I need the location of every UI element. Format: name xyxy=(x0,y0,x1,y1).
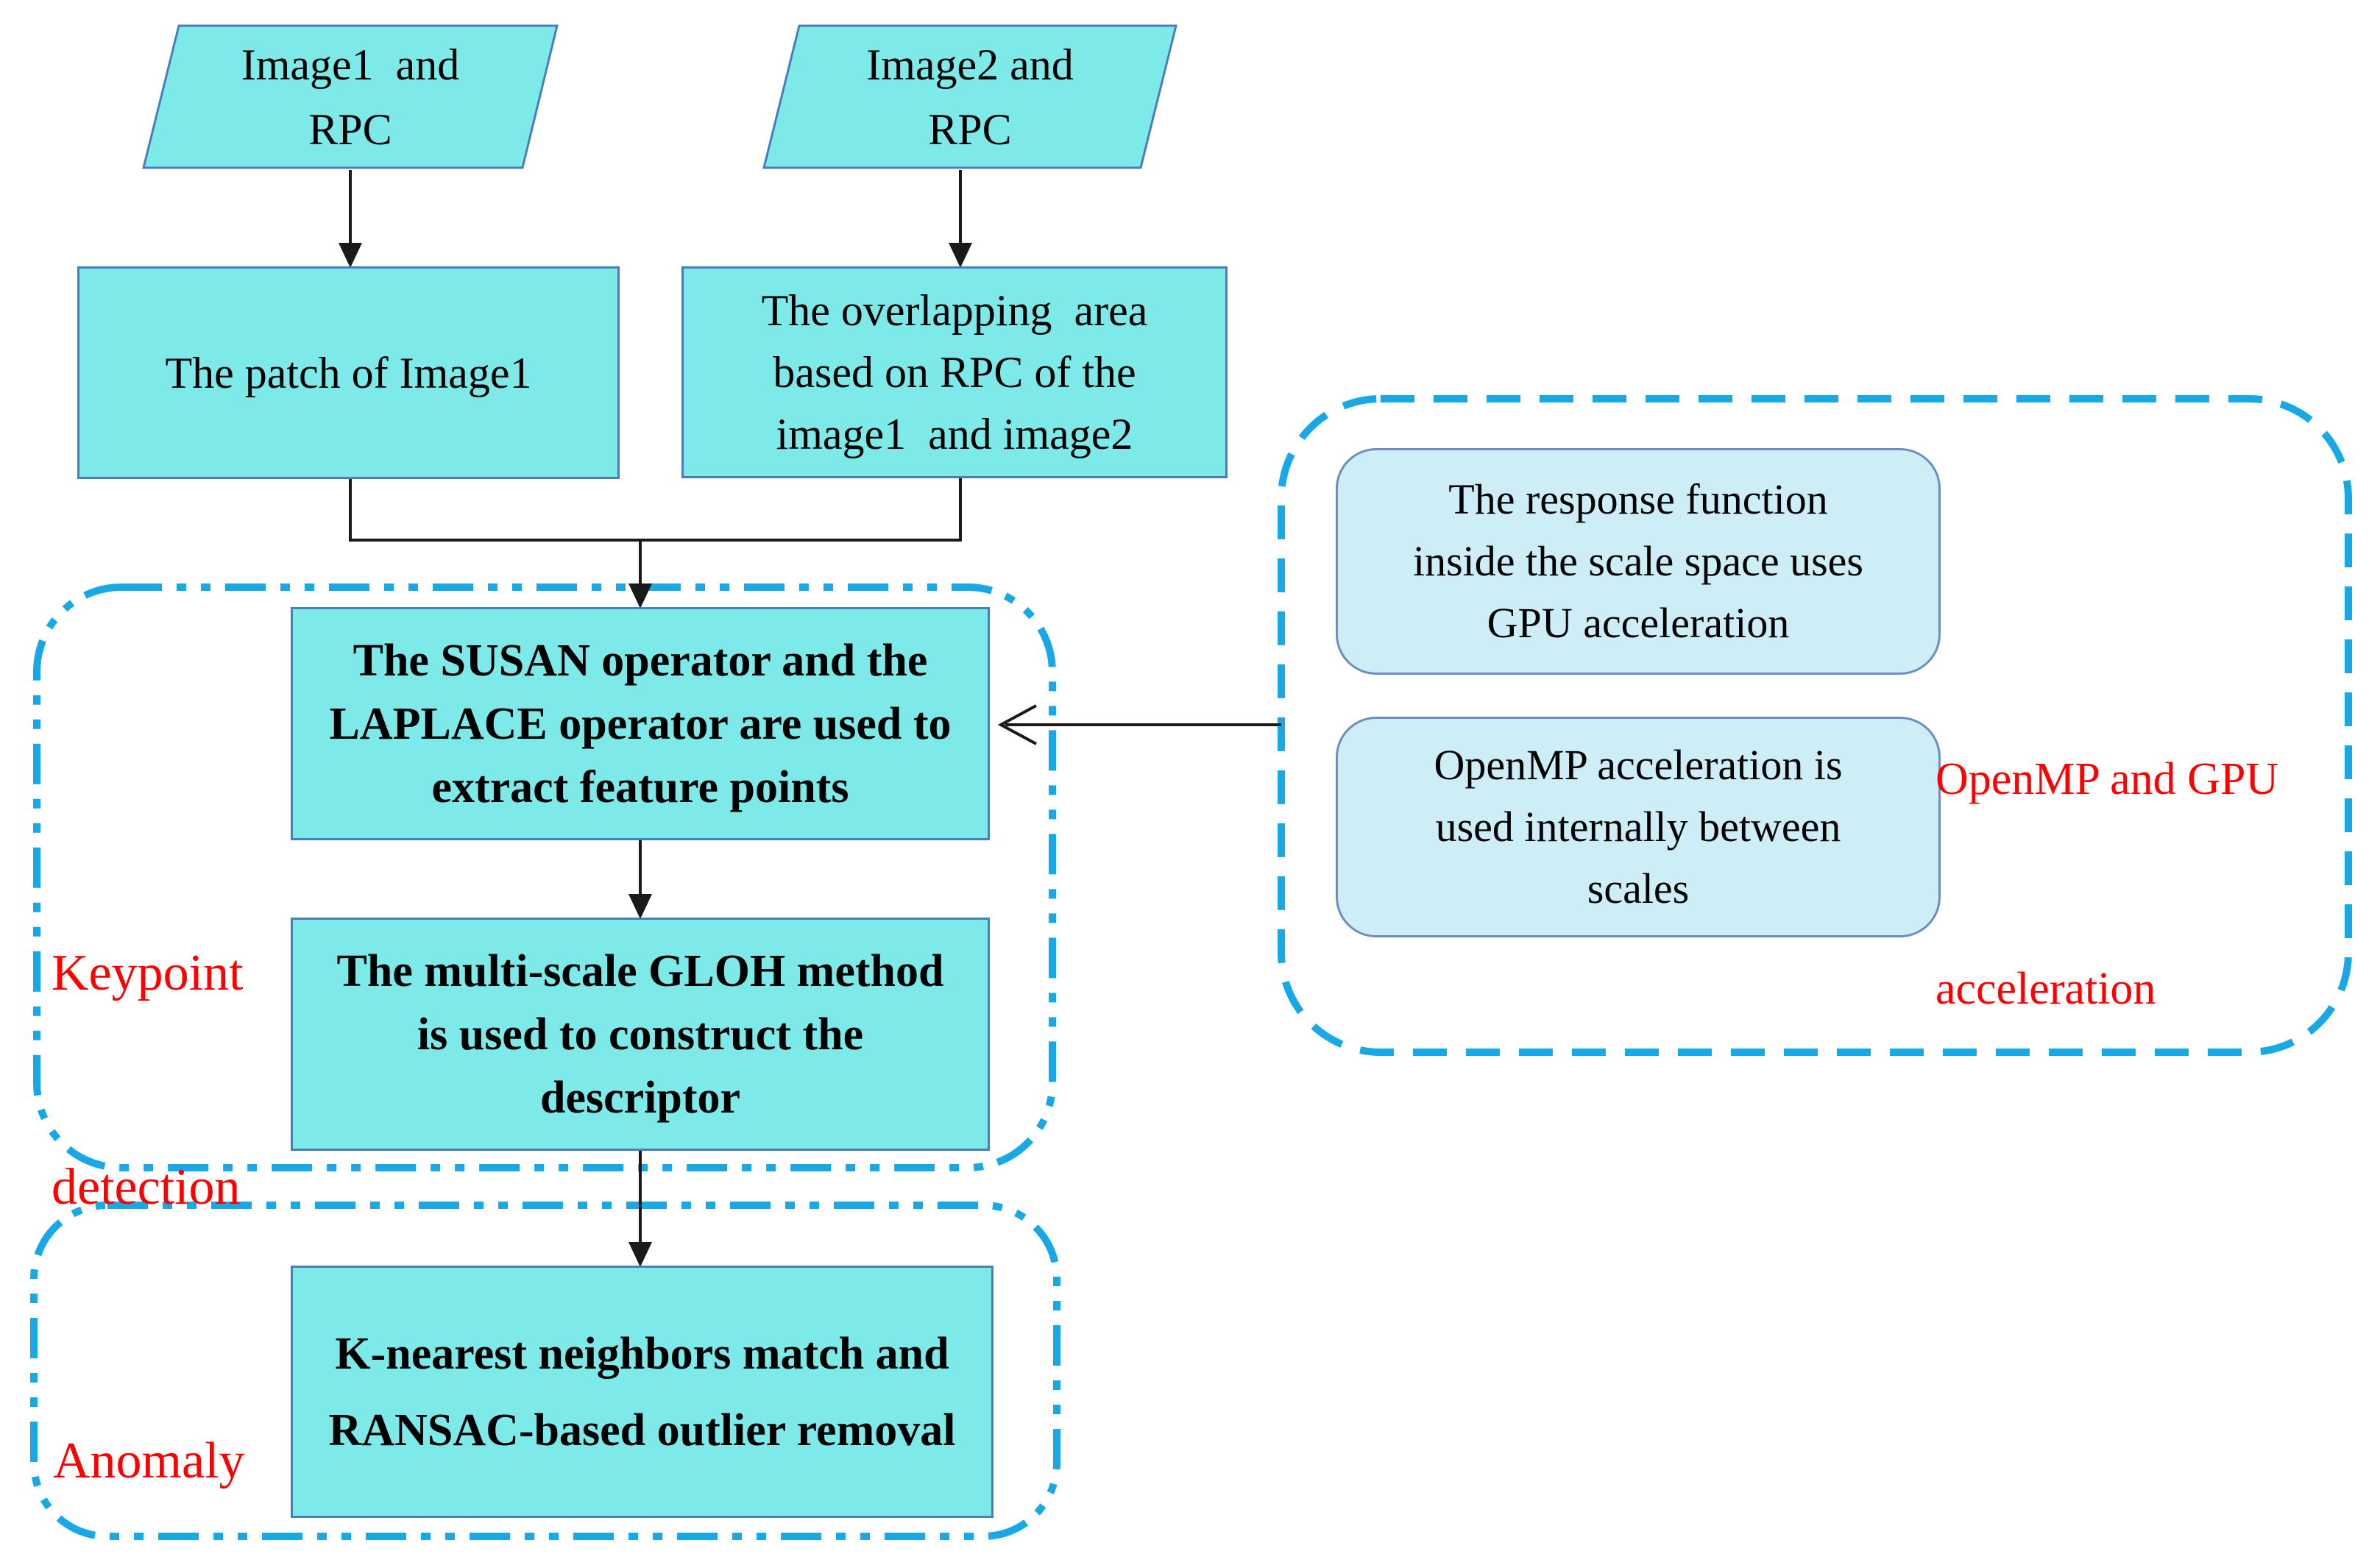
node-text-line: K-nearest neighbors match and xyxy=(335,1328,949,1379)
node-text-line: RANSAC-based outlier removal xyxy=(328,1405,956,1455)
node-patch-image1: The patch of Image1 xyxy=(77,266,620,479)
node-text-line: image1 and image2 xyxy=(776,410,1133,458)
node-text-line: The overlapping area xyxy=(761,286,1148,335)
node-text-line: inside the scale space uses xyxy=(1412,537,1863,585)
label-line: acceleration xyxy=(1935,964,2156,1014)
node-text-line: based on RPC of the xyxy=(773,348,1136,397)
node-knn-ransac: K-nearest neighbors match and RANSAC-bas… xyxy=(291,1266,994,1518)
node-gpu-response: The response function inside the scale s… xyxy=(1336,448,1941,675)
node-text-line: The multi-scale GLOH method xyxy=(336,946,944,996)
node-gloh-descriptor: The multi-scale GLOH method is used to c… xyxy=(291,918,990,1151)
label-line: Keypoint xyxy=(52,945,244,1001)
merge-connector xyxy=(349,478,962,542)
node-overlap-area: The overlapping area based on RPC of the… xyxy=(681,266,1228,478)
image1-rpc-shape xyxy=(142,24,559,169)
node-text-line: used internally between xyxy=(1435,803,1841,851)
label-openmp-gpu-acceleration: OpenMP and GPU acceleration xyxy=(1935,605,2278,1164)
label-line: OpenMP and GPU xyxy=(1935,754,2279,804)
label-keypoint-detection: Keypoint detection xyxy=(52,795,244,1366)
arrowhead-susan xyxy=(628,583,652,609)
label-anomaly-culling: Anomaly culling xyxy=(53,1286,245,1568)
node-text-line: scales xyxy=(1587,865,1690,912)
node-text-line: The SUSAN operator and the xyxy=(353,635,928,686)
node-text-line: The patch of Image1 xyxy=(165,348,532,397)
node-image2-rpc: Image2 and RPC xyxy=(764,26,1176,168)
node-openmp-scales: OpenMP acceleration is used internally b… xyxy=(1336,717,1941,937)
node-text-line: The response function xyxy=(1448,475,1828,523)
node-image1-rpc: Image1 and RPC xyxy=(144,26,557,168)
node-text-line: RPC xyxy=(928,104,1012,154)
node-text-line: Image1 and xyxy=(241,40,460,89)
arrowhead-knn xyxy=(628,1242,652,1267)
node-susan-laplace: The SUSAN operator and the LAPLACE opera… xyxy=(291,607,990,840)
accel-arrowhead xyxy=(997,704,1037,745)
node-text-line: Image2 and xyxy=(866,40,1074,89)
node-text-line: LAPLACE operator are used to xyxy=(329,698,952,749)
arrowhead-overlap xyxy=(949,243,972,268)
image2-rpc-shape xyxy=(762,24,1177,169)
node-text-line: OpenMP acceleration is xyxy=(1434,741,1843,789)
arrowhead-gloh xyxy=(628,894,652,919)
anomaly-culling-container xyxy=(30,1202,1060,1540)
arrowhead-patch xyxy=(339,243,362,268)
label-line: detection xyxy=(52,1159,241,1216)
node-text-line: descriptor xyxy=(539,1072,741,1123)
node-text-line: is used to construct the xyxy=(417,1009,864,1060)
node-text-line: GPU acceleration xyxy=(1487,599,1790,647)
keypoint-detection-container xyxy=(33,583,1056,1171)
node-text-line: extract feature points xyxy=(431,762,849,812)
node-text-line: RPC xyxy=(308,104,392,154)
label-line: Anomaly xyxy=(53,1433,245,1489)
